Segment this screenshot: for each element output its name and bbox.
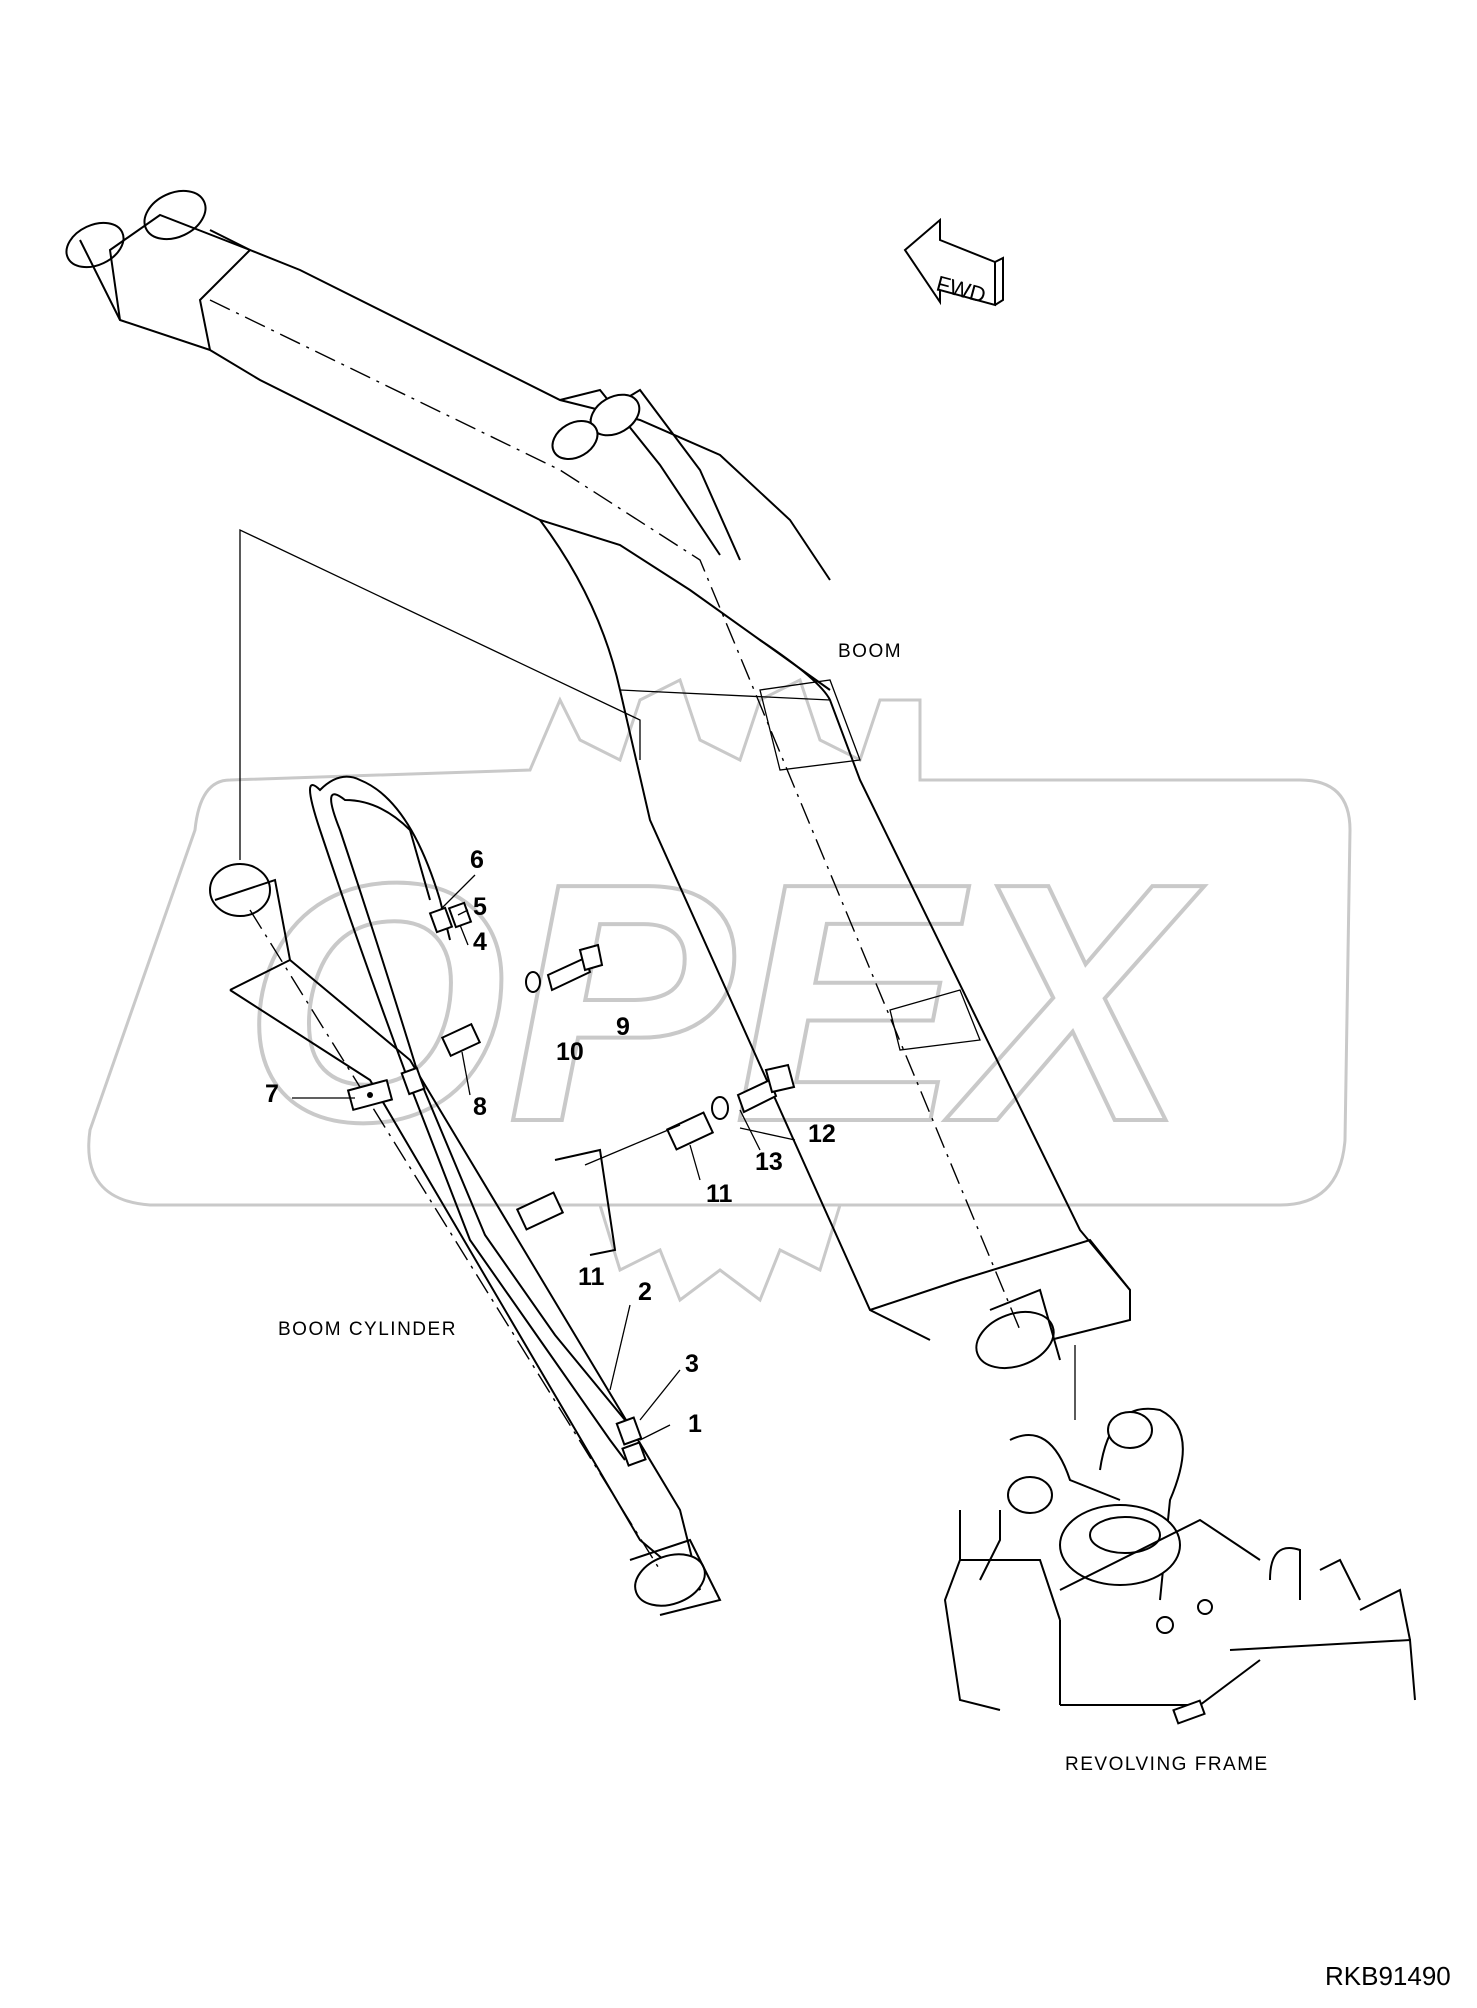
callout-1: 1	[688, 1410, 702, 1438]
boom	[65, 189, 1131, 1370]
callout-11a: 11	[706, 1180, 733, 1208]
revolving-frame-label: REVOLVING FRAME	[1065, 1754, 1269, 1775]
callout-7: 7	[265, 1080, 279, 1108]
revolving-frame	[943, 1345, 1416, 1725]
fwd-arrow: FWD	[903, 217, 1004, 308]
watermark: OPEX	[87, 677, 1352, 1303]
callout-4: 4	[473, 928, 487, 956]
hoses	[309, 775, 626, 1461]
boom-cylinder-label: BOOM CYLINDER	[278, 1319, 457, 1340]
callout-2: 2	[638, 1278, 652, 1306]
callout-9: 9	[616, 1013, 630, 1041]
drawing-code: RKB91490	[1325, 1961, 1451, 1991]
callout-11b: 11	[578, 1263, 605, 1291]
boom-label: BOOM	[838, 641, 902, 662]
callout-10: 10	[556, 1038, 584, 1066]
callout-13: 13	[755, 1148, 783, 1176]
callout-leaders	[292, 874, 796, 1441]
watermark-text: OPEX	[243, 813, 1205, 1193]
callout-5: 5	[473, 893, 487, 921]
boom-cylinder	[209, 863, 722, 1616]
leader-line	[239, 528, 641, 860]
fittings	[346, 901, 796, 1467]
callout-6: 6	[470, 846, 484, 874]
callout-3: 3	[685, 1350, 699, 1378]
callouts: 1 2 3 4 5 6 7 8 9 10 11 11 12 13	[265, 846, 836, 1438]
callout-12: 12	[808, 1120, 836, 1148]
callout-8: 8	[473, 1093, 487, 1121]
